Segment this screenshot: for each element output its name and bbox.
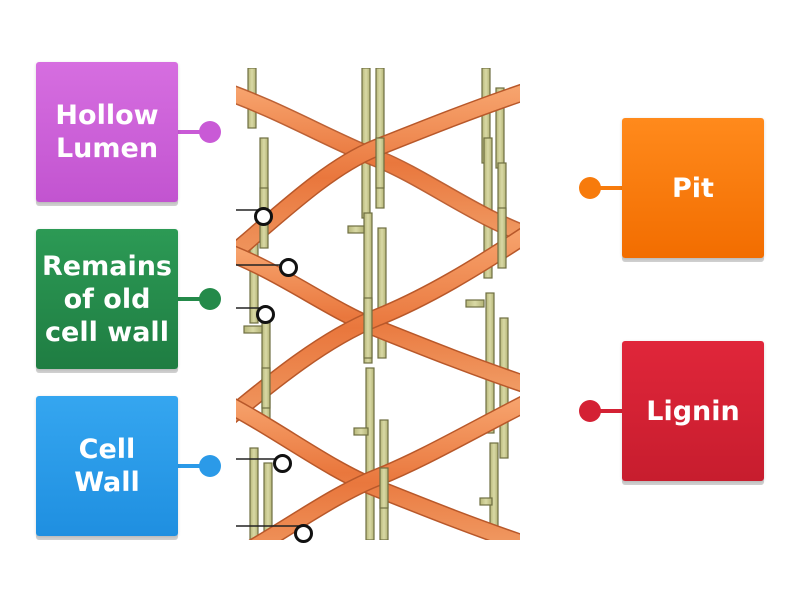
label-lignin[interactable]: Lignin: [622, 341, 764, 481]
label-lignin-text: Lignin: [646, 395, 740, 427]
drop-target-5[interactable]: [294, 524, 313, 543]
pit-connector-knob[interactable]: [579, 177, 601, 199]
drop-target-1[interactable]: [254, 207, 273, 226]
label-cell-wall[interactable]: Cell Wall: [36, 396, 178, 536]
xylem-vessel-illustration: [236, 68, 520, 540]
label-remains-of-old-cell-wall[interactable]: Remains of old cell wall: [36, 229, 178, 369]
remains-connector-knob[interactable]: [199, 288, 221, 310]
drop-target-3[interactable]: [256, 305, 275, 324]
label-remains-of-old-cell-wall-text: Remains of old cell wall: [42, 250, 173, 348]
hollow-lumen-connector-knob[interactable]: [199, 121, 221, 143]
label-pit[interactable]: Pit: [622, 118, 764, 258]
xylem-diagram-image: [236, 68, 520, 540]
cell-wall-connector-knob[interactable]: [199, 455, 221, 477]
drop-target-2[interactable]: [279, 258, 298, 277]
lignin-connector-knob[interactable]: [579, 400, 601, 422]
label-hollow-lumen-text: Hollow Lumen: [55, 100, 159, 164]
label-pit-text: Pit: [672, 172, 714, 204]
drop-target-4[interactable]: [273, 454, 292, 473]
label-hollow-lumen[interactable]: Hollow Lumen: [36, 62, 178, 202]
label-cell-wall-text: Cell Wall: [74, 434, 140, 498]
